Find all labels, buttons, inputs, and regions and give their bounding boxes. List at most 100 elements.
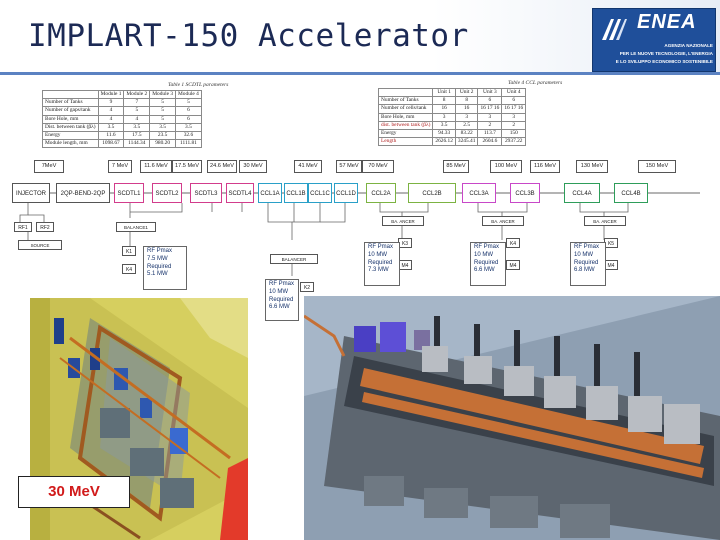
- ccl-header-cell: Unit 4: [502, 89, 526, 97]
- klystron-note-3: RF Pmax 10 MW Required 7.3 MW: [364, 242, 400, 286]
- ccl-table-cell: 16 17 16: [502, 105, 526, 113]
- scdtl-table-cell: 5: [150, 107, 176, 115]
- ccl-header-cell: Unit 3: [478, 89, 502, 97]
- scdtl-table-cell: 32.6: [176, 131, 202, 139]
- energy-mark: 116 MeV: [530, 160, 560, 173]
- klystron-note-2: RF Pmax 10 MW Required 6.6 MW: [265, 279, 299, 321]
- scdtl-table-cell: 5: [150, 99, 176, 107]
- module-block: CCL4A: [564, 183, 600, 203]
- module-block: SCDTL4: [226, 183, 254, 203]
- enea-wordmark: ENEA: [637, 11, 697, 34]
- kn3-l1: RF Pmax: [368, 244, 396, 252]
- scdtl-table-cell: 5: [176, 99, 202, 107]
- energy-mark: 150 MeV: [638, 160, 676, 173]
- ccl-table-cell: 3: [455, 113, 478, 121]
- scdtl-table-cell: 23.5: [150, 131, 176, 139]
- ccl-table-cell: 8: [455, 97, 478, 105]
- kn5-l1: RF Pmax: [574, 244, 602, 252]
- klystron-note-4: RF Pmax 10 MW Required 6.6 MW: [470, 242, 506, 286]
- source-box: SOURCE: [18, 240, 62, 250]
- module-block: CCL1A: [258, 183, 282, 203]
- kn4-l3: Required: [474, 260, 502, 268]
- ccl-table-cell: 16 17 16: [478, 105, 502, 113]
- scdtl-header-cell: Module 3: [150, 91, 176, 99]
- render-right: [304, 296, 720, 540]
- scdtl-header-cell: Module 4: [176, 91, 202, 99]
- scdtl-table-cell: 9: [98, 99, 124, 107]
- ccl-table-cell: 2: [478, 121, 502, 129]
- kn5-l3: Required: [574, 260, 602, 268]
- render-right-scene: [304, 296, 720, 540]
- scdtl-table-cell: 7: [124, 99, 150, 107]
- rf2-box: RF2: [36, 222, 54, 232]
- scdtl-table-cell: 6: [176, 107, 202, 115]
- ccl-table-cell: 3: [433, 113, 456, 121]
- balancer1-box: BALANCE1: [116, 222, 156, 232]
- energy-mark: 7 MeV: [108, 160, 132, 173]
- kn5-l4: 6.8 MW: [574, 267, 602, 275]
- m4-box-a: M4: [398, 260, 412, 270]
- ccl-table-cell: 3.5: [433, 121, 456, 129]
- kn3-l4: 7.3 MW: [368, 267, 396, 275]
- energy-mark: 24.6 MeV: [207, 160, 237, 173]
- ccl-table-cell: 2604.6: [478, 138, 502, 146]
- scdtl-table-cell: Energy: [43, 131, 99, 139]
- kn3-l3: Required: [368, 260, 396, 268]
- klystron-note-1: RF Pmax 7.5 MW Required 5.1 MW: [143, 246, 187, 290]
- scdtl-table-cell: 4: [98, 115, 124, 123]
- enea-logo: ENEA AGENZIA NAZIONALE PER LE NUOVE TECN…: [592, 8, 716, 72]
- scdtl-table-cell: 4: [124, 115, 150, 123]
- title-rule: [0, 72, 720, 75]
- ccl-table-cell: Energy: [379, 129, 433, 137]
- ccl-table-cell: 2626.12: [433, 138, 456, 146]
- ccl-table-cell: 16: [433, 105, 456, 113]
- energy-mark: 57 MeV: [336, 160, 362, 173]
- kn1-l1: RF Pmax: [147, 248, 183, 256]
- enea-mark-icon: [599, 15, 629, 45]
- kn2-l1: RF Pmax: [269, 281, 295, 289]
- scdtl-table-cell: 3.5: [124, 123, 150, 131]
- kn2-l2: 10 MW: [269, 289, 295, 297]
- energy-mark: 130 MeV: [576, 160, 608, 173]
- ccl-table-cell: 2937.22: [502, 138, 526, 146]
- m4-box-b: M4: [506, 260, 520, 270]
- module-block: SCDTL3: [190, 183, 222, 203]
- ccl-table-cell: Number of Tanks: [379, 97, 433, 105]
- module-block: INJECTOR: [12, 183, 50, 203]
- ccl-header-cell: Unit 1: [433, 89, 456, 97]
- scdtl-table-cell: 17.5: [124, 131, 150, 139]
- logo-subtitle-2: PER LE NUOVE TECNOLOGIE, L'ENERGIA: [601, 51, 713, 56]
- ccl-table-cell: dist. between tank (βλ): [379, 121, 433, 129]
- scdtl-table-caption: Table 1 SCDTL parameters: [168, 82, 228, 88]
- ba-ancer-3-box: BA. ANCER: [482, 216, 524, 226]
- k4-small-box: K4: [122, 264, 136, 274]
- kn1-l4: 5.1 MW: [147, 271, 183, 279]
- ba-ancer-2-box: BA. ANCER: [382, 216, 424, 226]
- slide-title: IMPLART-150 Accelerator: [28, 18, 469, 54]
- module-block: 2QP-BEND-2QP: [56, 183, 110, 203]
- module-block: CCL1B: [284, 183, 308, 203]
- scdtl-table-cell: 5: [124, 107, 150, 115]
- scdtl-table-cell: 5: [150, 115, 176, 123]
- kn1-l3: Required: [147, 264, 183, 272]
- scdtl-table-cell: 3.5: [98, 123, 124, 131]
- ccl-header-cell: [379, 89, 433, 97]
- ccl-table-cell: 8: [433, 97, 456, 105]
- ccl-table-cell: Number of cells/tank: [379, 105, 433, 113]
- rf1-box: RF1: [14, 222, 32, 232]
- scdtl-table-cell: 4: [98, 107, 124, 115]
- module-block: CCL2B: [408, 183, 456, 203]
- ccl-table-cell: 3: [502, 113, 526, 121]
- ccl-table-cell: 83.22: [455, 129, 478, 137]
